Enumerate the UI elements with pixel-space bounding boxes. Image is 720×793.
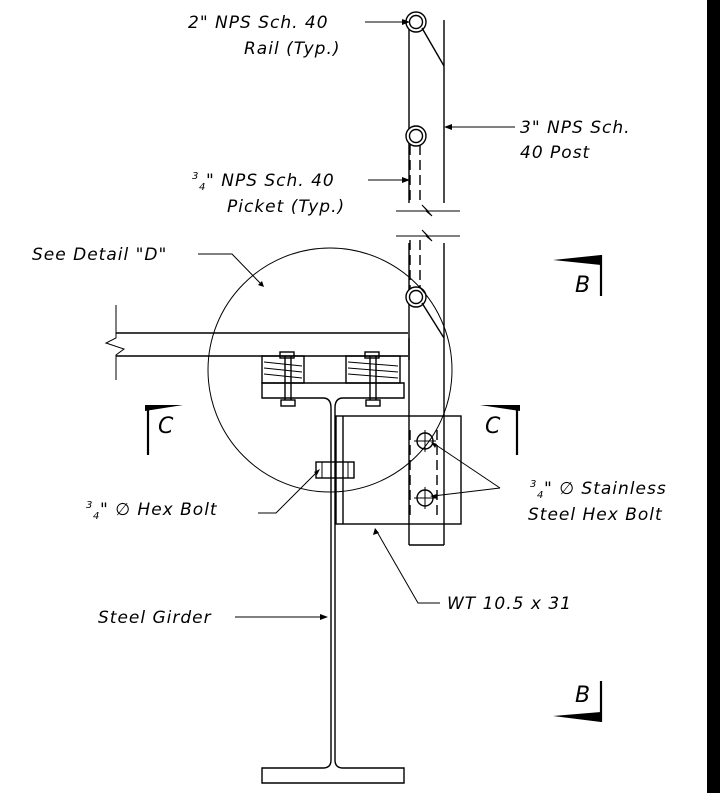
post-label-line2: 40 Post [520, 143, 591, 163]
picket-frac-den: 4 [199, 182, 205, 193]
section-c-right-letter: C [485, 414, 501, 439]
hex-bolt-label: " ∅ Hex Bolt [100, 500, 218, 520]
hex-bolt-frac-num: 3 [86, 500, 92, 511]
section-c-left [145, 405, 183, 455]
section-c-left-letter: C [158, 414, 174, 439]
hex-bolt-frac-den: 4 [93, 511, 99, 522]
steel-girder [261, 382, 405, 784]
steel-girder-label: Steel Girder [98, 608, 212, 628]
ss-bolt-frac-num: 3 [530, 479, 536, 490]
ss-bolt-label-line1: " ∅ Stainless [544, 479, 667, 499]
rail-label-line1: 2" NPS Sch. 40 [188, 13, 329, 33]
ss-bolt-frac-den: 4 [537, 490, 543, 501]
section-b-top [553, 255, 603, 296]
section-b-bottom-letter: B [575, 683, 590, 708]
stainless-bolts [414, 430, 436, 509]
detail-d-circle [207, 247, 453, 493]
sheet-border [707, 0, 720, 793]
bearing-pads [261, 351, 401, 407]
ss-bolt-label-line2: Steel Hex Bolt [528, 505, 663, 525]
post-label-line1: 3" NPS Sch. [520, 118, 631, 138]
picket [409, 145, 438, 520]
wt-bracket [315, 415, 462, 525]
wt-label: WT 10.5 x 31 [447, 594, 572, 614]
detail-d-label: See Detail "D" [32, 245, 167, 265]
section-c-right [480, 405, 520, 455]
picket-label-line1: " NPS Sch. 40 [206, 171, 335, 191]
rail-label-line2: Rail (Typ.) [244, 39, 341, 59]
picket-label-line2: Picket (Typ.) [227, 197, 345, 217]
section-b-bottom [553, 681, 603, 722]
section-b-top-letter: B [575, 273, 590, 298]
picket-frac-num: 3 [192, 171, 198, 182]
rails [405, 11, 445, 360]
leader-lines [198, 19, 515, 620]
